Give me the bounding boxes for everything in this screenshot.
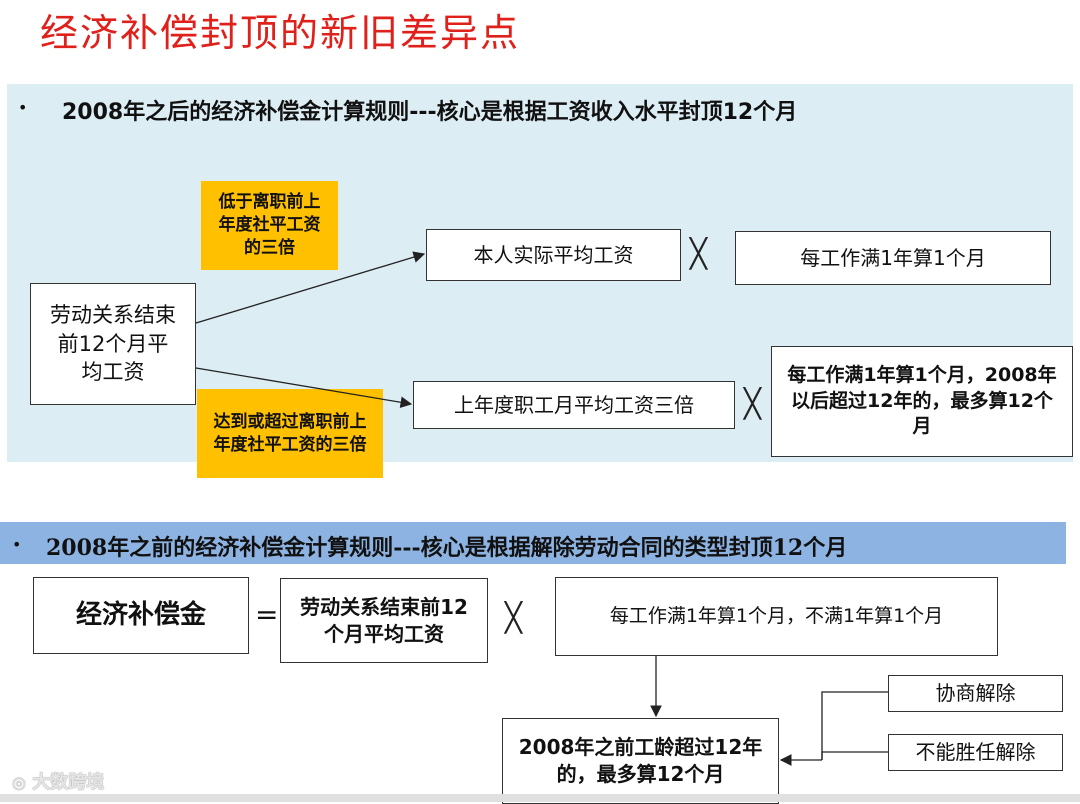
cap-box: 2008年之前工龄超过12年的，最多算12个月 (502, 718, 779, 804)
years-rule-text: 每工作满1年算1个月 (800, 245, 986, 270)
salary-text: 劳动关系结束前12个月平均工资 (300, 594, 468, 646)
bracket-incompetent (821, 751, 888, 760)
type-negotiated-text: 协商解除 (935, 681, 1016, 705)
pre-2008-heading: 2008年之前的经济补偿金计算规则---核心是根据解除劳动合同的类型封顶12个月 (46, 535, 848, 561)
bracket-negotiated (821, 691, 888, 760)
arrow-to-actual-salary (195, 251, 426, 324)
compensation-text: 经济补偿金 (75, 599, 206, 630)
years-text: 每工作满1年算1个月，不满1年算1个月 (609, 604, 944, 627)
condition-low-text: 低于离职前上年度社平工资的三倍 (218, 192, 321, 258)
post-2008-heading: 2008年之后的经济补偿金计算规则---核心是根据工资收入水平封顶12个月 (62, 100, 798, 125)
condition-low-label: 低于离职前上年度社平工资的三倍 (201, 181, 338, 270)
actual-salary-box: 本人实际平均工资 (426, 229, 681, 281)
multiply-icon: ╳ (505, 601, 522, 634)
watermark: ◎ 大数跨境 (12, 768, 104, 794)
type-negotiated-box: 协商解除 (888, 675, 1063, 712)
condition-high-label: 达到或超过离职前上年度社平工资的三倍 (197, 389, 383, 478)
watermark-text: 大数跨境 (32, 772, 105, 793)
capped-years-text: 每工作满1年算1个月，2008年以后超过12年的，最多算12个月 (787, 364, 1057, 438)
pre-2008-band (0, 522, 1066, 564)
bottom-strip (0, 794, 1080, 802)
cap-text: 2008年之前工龄超过12年的，最多算12个月 (518, 735, 763, 786)
source-salary-text: 劳动关系结束前12个月平均工资 (50, 303, 176, 385)
actual-salary-text: 本人实际平均工资 (473, 242, 634, 267)
years-box: 每工作满1年算1个月，不满1年算1个月 (555, 577, 998, 656)
triple-average-box: 上年度职工月平均工资三倍 (413, 381, 735, 429)
compensation-box: 经济补偿金 (33, 577, 249, 654)
bullet-icon: • (12, 535, 22, 554)
page-title: 经济补偿封顶的新旧差异点 (40, 11, 521, 55)
capped-years-box: 每工作满1年算1个月，2008年以后超过12年的，最多算12个月 (771, 346, 1073, 457)
watermark-logo-icon: ◎ (12, 773, 26, 792)
triple-average-text: 上年度职工月平均工资三倍 (454, 392, 694, 417)
bullet-icon: • (18, 98, 28, 117)
type-incompetent-text: 不能胜任解除 (915, 740, 1036, 764)
years-rule-box: 每工作满1年算1个月 (735, 231, 1051, 285)
condition-high-text: 达到或超过离职前上年度社平工资的三倍 (213, 411, 367, 455)
salary-box: 劳动关系结束前12个月平均工资 (280, 578, 488, 663)
equals-sign: = (255, 598, 279, 631)
type-incompetent-box: 不能胜任解除 (888, 734, 1063, 771)
source-salary-box: 劳动关系结束前12个月平均工资 (30, 283, 196, 405)
arrow-to-triple-average (195, 367, 413, 409)
multiply-icon: ╳ (690, 237, 707, 270)
multiply-icon: ╳ (744, 387, 761, 420)
